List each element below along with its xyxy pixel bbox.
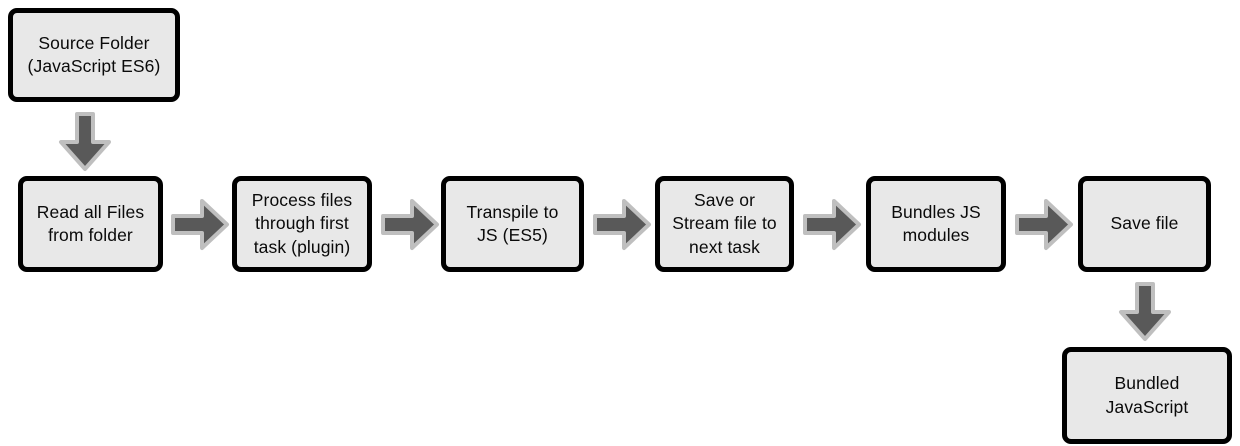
node-bundles-js-modules[interactable]: Bundles JS modules xyxy=(866,176,1006,272)
node-source-folder[interactable]: Source Folder (JavaScript ES6) xyxy=(8,8,180,102)
node-transpile-to-js[interactable]: Transpile to JS (ES5) xyxy=(441,176,584,272)
node-transpile-to-js-label: Transpile to JS (ES5) xyxy=(466,201,559,245)
node-save-file-label: Save file xyxy=(1110,213,1179,234)
arrow-save-to-bundles-right-icon xyxy=(802,198,862,251)
node-save-or-stream[interactable]: Save or Stream file to next task xyxy=(655,176,794,272)
arrow-read-to-process-right-icon xyxy=(170,198,230,251)
node-bundled-javascript[interactable]: Bundled JavaScript xyxy=(1062,347,1232,444)
node-process-files[interactable]: Process files through first task (plugin… xyxy=(232,176,372,272)
node-source-folder-label: Source Folder (JavaScript ES6) xyxy=(27,32,161,76)
node-bundles-js-modules-label: Bundles JS modules xyxy=(891,201,981,245)
node-save-file[interactable]: Save file xyxy=(1078,176,1211,272)
node-save-or-stream-label: Save or Stream file to next task xyxy=(672,190,777,257)
arrow-transpile-to-save-right-icon xyxy=(592,198,652,251)
arrow-bundles-to-savefile-right-icon xyxy=(1014,198,1074,251)
node-bundled-javascript-label: Bundled JavaScript xyxy=(1105,373,1189,417)
node-read-all-files[interactable]: Read all Files from folder xyxy=(18,176,163,272)
arrow-source-to-read-down-icon xyxy=(58,112,112,172)
arrow-savefile-to-bundled-down-icon xyxy=(1117,282,1173,342)
node-read-all-files-label: Read all Files from folder xyxy=(36,201,145,245)
node-process-files-label: Process files through first task (plugin… xyxy=(251,190,353,257)
arrow-process-to-transpile-right-icon xyxy=(380,198,440,251)
